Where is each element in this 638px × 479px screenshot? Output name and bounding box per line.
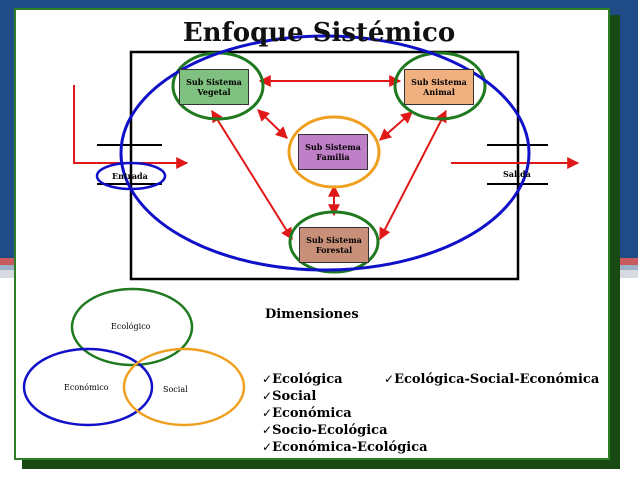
salida-label: Salida bbox=[503, 169, 531, 179]
dimensions-heading: Dimensiones bbox=[265, 307, 359, 322]
arrow-vegetal-familia bbox=[257, 109, 288, 139]
venn-ecologico-label: Ecológico bbox=[111, 322, 151, 331]
dimension-item-label: Socio-Ecológica bbox=[272, 423, 388, 438]
venn-social-circle bbox=[122, 347, 246, 427]
venn-economico-circle bbox=[22, 347, 154, 427]
familia-ring bbox=[287, 115, 381, 189]
dimensions-list: ✓Ecológica ✓Social ✓Económica ✓Socio-Eco… bbox=[262, 371, 428, 456]
dimension-item-label: Económica bbox=[272, 406, 352, 421]
arrow-animal-familia bbox=[379, 111, 413, 141]
subsystem-animal-line1: Sub Sistema bbox=[411, 77, 467, 87]
check-icon: ✓ bbox=[262, 372, 273, 386]
subsystem-familia-line2: Familia bbox=[316, 152, 350, 162]
dimension-item-label: Económica-Ecológica bbox=[272, 440, 428, 455]
check-icon: ✓ bbox=[262, 389, 273, 403]
system-boundary-box bbox=[129, 50, 520, 281]
dimension-combined-label: Ecológica-Social-Económica bbox=[394, 372, 600, 387]
arrow-vegetal-forestal bbox=[211, 109, 293, 241]
check-icon: ✓ bbox=[262, 423, 273, 437]
dimension-item: ✓Económica-Ecológica bbox=[262, 439, 428, 456]
dimension-combined-item: ✓Ecológica-Social-Económica bbox=[384, 371, 599, 388]
dimension-item: ✓Socio-Ecológica bbox=[262, 422, 428, 439]
venn-ecologico-circle bbox=[70, 287, 194, 367]
arrow-animal-forestal bbox=[379, 109, 447, 241]
slide-title: Enfoque Sistémico bbox=[182, 18, 456, 48]
check-icon: ✓ bbox=[262, 440, 273, 454]
dimension-item: ✓Económica bbox=[262, 405, 428, 422]
dimension-item-label: Social bbox=[272, 389, 317, 404]
subsystem-forestal: Sub Sistema Forestal bbox=[299, 227, 369, 263]
dimension-item: ✓Ecológica bbox=[262, 371, 428, 388]
dimension-item: ✓Social bbox=[262, 388, 428, 405]
subsystem-vegetal: Sub Sistema Vegetal bbox=[179, 69, 249, 105]
entrada-label: Entrada bbox=[112, 171, 148, 181]
dimension-item-label: Ecológica bbox=[272, 372, 343, 387]
subsystem-animal: Sub Sistema Animal bbox=[404, 69, 474, 105]
subsystem-vegetal-line1: Sub Sistema bbox=[186, 77, 242, 87]
subsystem-animal-line2: Animal bbox=[423, 87, 455, 97]
subsystem-familia: Sub Sistema Familia bbox=[298, 134, 368, 170]
subsystem-forestal-line2: Forestal bbox=[315, 245, 353, 255]
check-icon: ✓ bbox=[262, 406, 273, 420]
venn-social-label: Social bbox=[163, 385, 188, 394]
subsystem-vegetal-line2: Vegetal bbox=[197, 87, 231, 97]
subsystem-forestal-line1: Sub Sistema bbox=[306, 235, 362, 245]
animal-ring bbox=[393, 51, 487, 121]
system-ellipse bbox=[119, 34, 531, 272]
check-icon: ✓ bbox=[384, 372, 395, 386]
subsystem-familia-line1: Sub Sistema bbox=[305, 142, 361, 152]
entrada-arrow bbox=[73, 85, 189, 169]
forestal-ring bbox=[288, 210, 380, 274]
venn-economico-label: Económico bbox=[64, 383, 109, 392]
